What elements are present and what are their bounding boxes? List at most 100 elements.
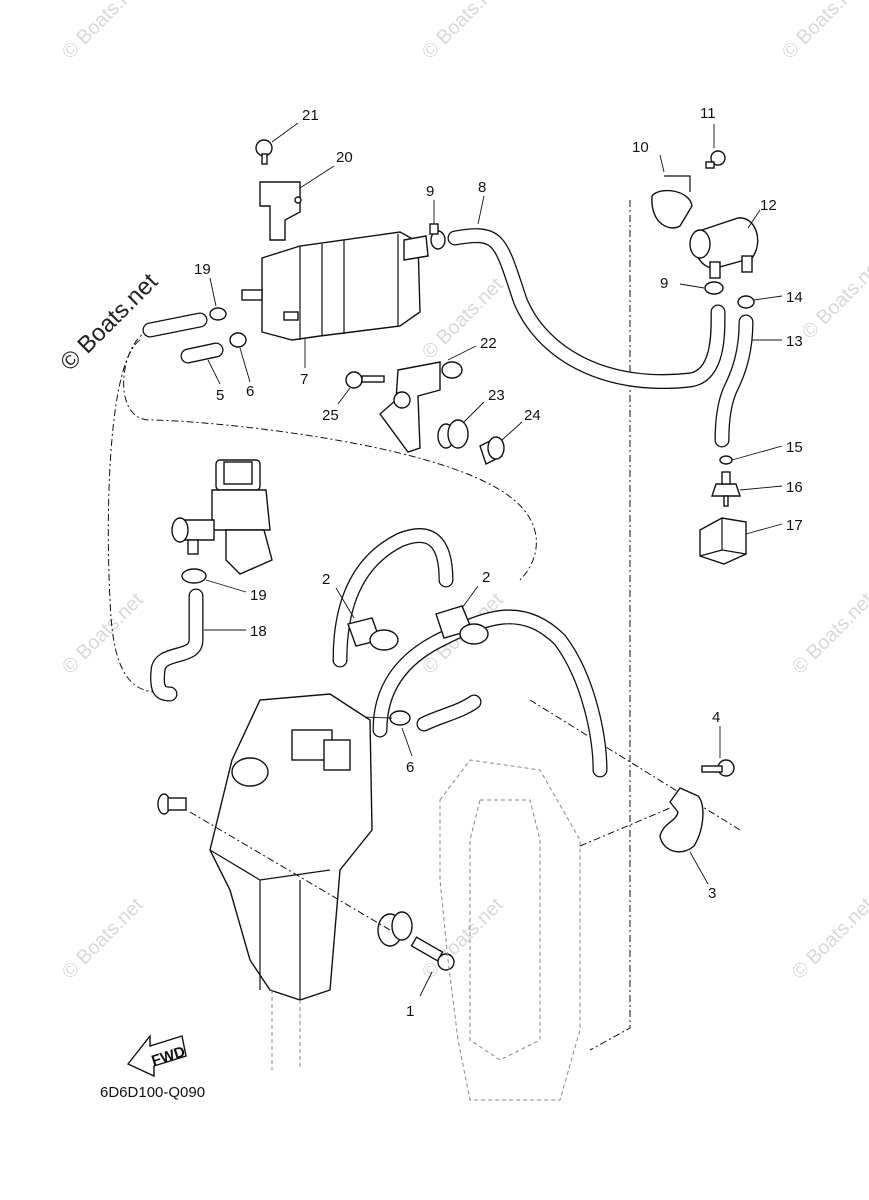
- vacuum-line-right: [589, 200, 631, 1051]
- leader-24: [501, 421, 523, 441]
- hose-guide-line: [529, 699, 741, 831]
- collar-24: [479, 436, 505, 465]
- solenoid-valve: [171, 459, 273, 575]
- clamp-9-right: [704, 281, 724, 295]
- callout: 6: [406, 759, 414, 776]
- callout: 6: [246, 383, 254, 400]
- watermark: © Boats.net: [788, 589, 869, 679]
- bolt-11: [705, 150, 726, 169]
- leader-6-top: [239, 347, 251, 383]
- leader-12: [747, 209, 761, 229]
- callout: 2: [482, 569, 490, 586]
- leader-19-lower: [205, 579, 247, 593]
- callout: 14: [786, 289, 803, 306]
- bracket-20: [259, 181, 302, 241]
- leader-1: [419, 971, 433, 997]
- callout: 7: [300, 371, 308, 388]
- leader-16: [739, 485, 783, 491]
- watermark: © Boats.net: [778, 0, 868, 64]
- leader-3: [689, 851, 709, 885]
- leader-6-lower: [401, 727, 413, 757]
- callout: 13: [786, 333, 803, 350]
- callout: 24: [524, 407, 541, 424]
- clamp-6-lower: [389, 710, 411, 726]
- watermark: © Boats.net: [58, 0, 148, 64]
- callout: 15: [786, 439, 803, 456]
- leader-25: [337, 387, 351, 405]
- clamp-3: [659, 787, 704, 853]
- callout: 4: [712, 709, 720, 726]
- leader-19-top: [209, 277, 217, 307]
- clamp-19-lower: [181, 568, 207, 584]
- leader-2-left: [335, 587, 355, 619]
- bolt-25: [345, 371, 385, 389]
- leader-2-right: [461, 585, 479, 609]
- watermark: © Boats.net: [58, 589, 148, 679]
- diagram-code: 6D6D100-Q090: [100, 1084, 205, 1101]
- callout: 20: [336, 149, 353, 166]
- clamp-19-top: [209, 307, 227, 321]
- vapor-separator: [209, 693, 373, 1070]
- check-valve-16: [711, 471, 741, 507]
- bracket-22: [379, 361, 463, 453]
- callout: 16: [786, 479, 803, 496]
- intake-manifold: [439, 759, 581, 1101]
- filter-12: [689, 217, 759, 279]
- leader-21: [271, 122, 299, 143]
- callout: 3: [708, 885, 716, 902]
- watermark: © Boats.net: [788, 894, 869, 984]
- leader-22: [447, 345, 477, 361]
- callout: 19: [250, 587, 267, 604]
- leader-14: [753, 295, 783, 301]
- leader-10: [659, 154, 665, 173]
- clamp-2-right: [435, 605, 489, 645]
- clamp-10: [651, 175, 693, 229]
- callout: 10: [632, 139, 649, 156]
- fwd-arrow: FWD: [126, 1033, 187, 1078]
- clamp-6-top: [229, 332, 247, 348]
- clamp-9-top: [429, 223, 446, 250]
- callout: 9: [660, 275, 668, 292]
- vacuum-line-left: [107, 339, 156, 693]
- callout: 19: [194, 261, 211, 278]
- watermark: © Boats.net: [418, 0, 508, 64]
- callout: 5: [216, 387, 224, 404]
- leader-5: [207, 359, 221, 385]
- clip-15: [719, 455, 733, 465]
- callout: 12: [760, 197, 777, 214]
- callout: 25: [322, 407, 339, 424]
- callout: 17: [786, 517, 803, 534]
- canister-7: [241, 231, 429, 341]
- bolt-1: [410, 936, 455, 971]
- callout-labels: 1 2 2 3 4 5 6 6 7 8 9 9 10 11 12 13 14 1…: [194, 105, 803, 1020]
- clamp-3-line: [579, 807, 671, 847]
- leader-23: [463, 401, 485, 423]
- watermark-group: © Boats.net © Boats.net © Boats.net © Bo…: [55, 0, 869, 984]
- callout: 21: [302, 107, 319, 124]
- bolt-21: [255, 139, 273, 165]
- callout: 2: [322, 571, 330, 588]
- mount-line: [189, 811, 391, 931]
- watermark: © Boats.net: [798, 254, 869, 344]
- callout: 1: [406, 1003, 414, 1020]
- block-17: [699, 517, 747, 565]
- leader-17: [745, 523, 783, 535]
- callout: 22: [480, 335, 497, 352]
- callout: 8: [478, 179, 486, 196]
- grommet-lower: [377, 911, 413, 947]
- watermark-dark: © Boats.net: [55, 268, 163, 376]
- leader-8: [477, 195, 485, 225]
- vacuum-line-loop: [123, 329, 537, 581]
- grommet-23: [437, 419, 469, 449]
- watermark: © Boats.net: [58, 894, 148, 984]
- bolt-4: [701, 759, 735, 777]
- leader-20: [299, 165, 335, 189]
- callout: 11: [700, 105, 716, 122]
- callout: 18: [250, 623, 267, 640]
- leader-9-right: [679, 283, 705, 289]
- callout: 23: [488, 387, 505, 404]
- clamp-2-left: [347, 617, 399, 651]
- clamp-14: [737, 295, 755, 309]
- watermark: © Boats.net: [418, 894, 508, 984]
